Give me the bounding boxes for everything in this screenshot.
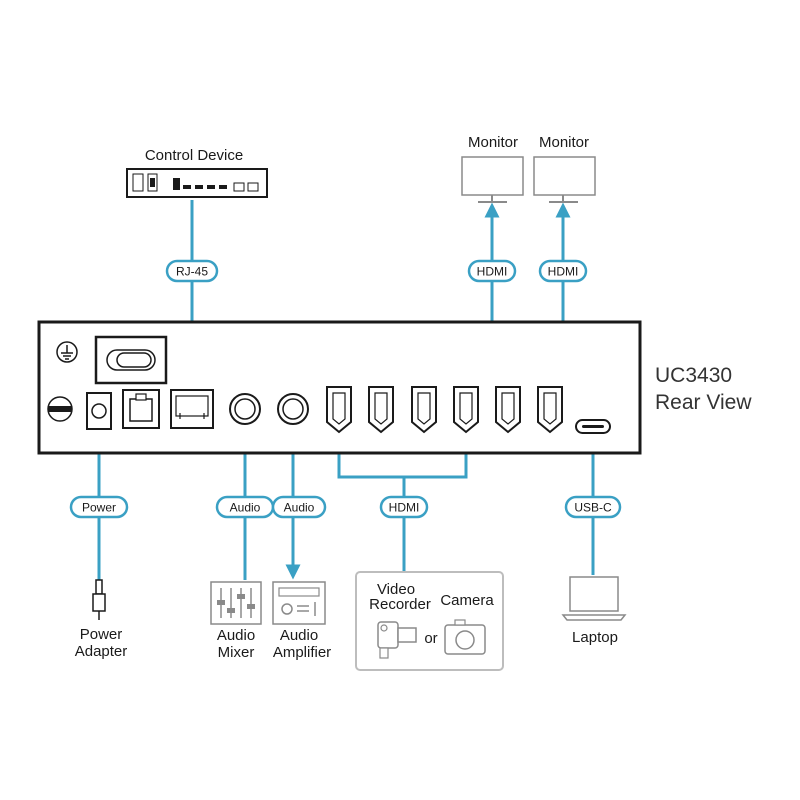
monitor-2: Monitor xyxy=(533,134,596,203)
control-device-label: Control Device xyxy=(145,147,243,164)
rj45-pill: RJ-45 xyxy=(165,259,219,283)
rear-panel xyxy=(37,320,642,455)
power-knob-icon xyxy=(47,396,73,422)
monitor-icon xyxy=(533,156,596,203)
audio-out-jack-icon xyxy=(277,393,309,425)
hdmi-out-pill-1: HDMI xyxy=(467,259,517,283)
audio-in-pill: Audio xyxy=(215,495,275,519)
power-adapter-label-1: Power xyxy=(80,626,123,643)
camera-icon xyxy=(444,619,486,655)
video-recorder-icon xyxy=(377,621,417,659)
audio-mixer-label-1: Audio xyxy=(217,627,255,644)
usbc-pill: USB-C xyxy=(564,495,622,519)
hdmi-out-pill-1-label: HDMI xyxy=(477,265,508,279)
power-pill: Power xyxy=(69,495,129,519)
hdmi-port-icon xyxy=(368,386,394,434)
laptop-label: Laptop xyxy=(572,629,618,646)
control-device: Control Device xyxy=(126,147,268,198)
power-switch-icon xyxy=(94,335,168,385)
video-recorder-label-1: Video xyxy=(377,581,415,598)
laptop-icon xyxy=(561,576,627,621)
audio-in-pill-label: Audio xyxy=(230,501,261,515)
monitor-1: Monitor xyxy=(461,134,524,203)
camera-label: Camera xyxy=(440,592,494,609)
hdmi-port-icon xyxy=(495,386,521,434)
hdmi-port-icon xyxy=(411,386,437,434)
hdmi-port-icon xyxy=(326,386,352,434)
rj45-pill-label: RJ-45 xyxy=(176,265,208,279)
or-label: or xyxy=(424,630,437,647)
hdmi-out-pill-2: HDMI xyxy=(538,259,588,283)
usbc-pill-label: USB-C xyxy=(574,501,612,515)
audio-amplifier-icon xyxy=(272,581,326,625)
audio-mixer-label-2: Mixer xyxy=(218,644,255,661)
dc-power-jack-icon xyxy=(86,392,112,430)
video-recorder-label-2: Recorder xyxy=(369,596,431,613)
monitor-icon xyxy=(461,156,524,203)
rj45-port-icon xyxy=(170,389,214,429)
device-view: Rear View xyxy=(655,391,752,414)
hdmi-in-pill-label: HDMI xyxy=(389,501,420,515)
power-adapter-label-2: Adapter xyxy=(75,643,128,660)
hdmi-port-icon xyxy=(453,386,479,434)
ground-icon xyxy=(56,341,78,363)
audio-amplifier-label-2: Amplifier xyxy=(273,644,331,661)
hdmi-out-pill-2-label: HDMI xyxy=(548,265,579,279)
audio-amplifier-label-1: Audio xyxy=(280,627,318,644)
video-sources-group: Video Recorder Camera or xyxy=(355,571,504,671)
audio-out-pill-label: Audio xyxy=(284,501,315,515)
device-model: UC3430 xyxy=(655,364,732,387)
audio-mixer-icon xyxy=(210,581,262,625)
monitor-2-label: Monitor xyxy=(539,134,589,151)
power-adapter-icon xyxy=(92,579,106,620)
audio-out-pill: Audio xyxy=(271,495,327,519)
square-port-icon xyxy=(122,389,160,429)
hdmi-port-icon xyxy=(537,386,563,434)
power-pill-label: Power xyxy=(82,501,116,515)
hdmi-in-pill: HDMI xyxy=(379,495,429,519)
audio-in-jack-icon xyxy=(229,393,261,425)
usbc-port-icon xyxy=(575,419,611,434)
monitor-1-label: Monitor xyxy=(468,134,518,151)
